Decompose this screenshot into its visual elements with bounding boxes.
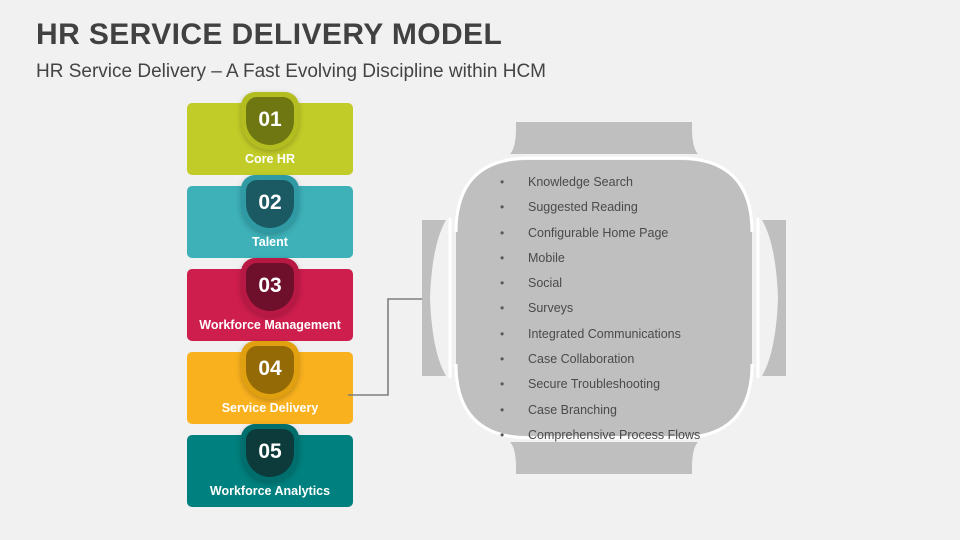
bullet-point-icon: •	[500, 352, 505, 367]
list-item: • Comprehensive Process Flows	[500, 423, 770, 448]
list-item: • Mobile	[500, 246, 770, 271]
detail-panel-shape	[422, 122, 786, 474]
bullet-point-icon: •	[500, 225, 505, 240]
process-card-label-1: Core HR	[244, 152, 295, 166]
process-card-1[interactable]: 01 Core HR	[187, 92, 353, 175]
list-item: • Integrated Communications	[500, 322, 770, 347]
bullet-point-icon: •	[500, 276, 505, 291]
process-card-label-4: Service Delivery	[221, 401, 319, 415]
process-card-label-3: Workforce Management	[199, 318, 341, 332]
list-item-label: Integrated Communications	[528, 326, 681, 341]
list-item-label: Social	[528, 276, 563, 291]
process-card-3[interactable]: 03 Workforce Management	[187, 258, 353, 341]
step-number-badge-5: 05	[246, 429, 294, 477]
list-item: • Case Branching	[500, 398, 770, 423]
list-item: • Secure Troubleshooting	[500, 372, 770, 397]
page-subtitle: HR Service Delivery – A Fast Evolving Di…	[36, 61, 546, 82]
list-item: • Surveys	[500, 296, 770, 321]
list-item-label: Suggested Reading	[528, 200, 638, 215]
list-item: • Knowledge Search	[500, 170, 770, 195]
list-item-label: Mobile	[528, 250, 565, 265]
process-card-label-5: Workforce Analytics	[209, 484, 331, 498]
feature-bullet-list: • Knowledge Search • Suggested Reading •…	[500, 170, 770, 448]
bullet-point-icon: •	[500, 326, 505, 341]
list-item: • Social	[500, 271, 770, 296]
list-item-label: Comprehensive Process Flows	[528, 427, 701, 442]
detail-panel: • Knowledge Search • Suggested Reading •…	[420, 122, 788, 474]
process-card-label-2: Talent	[252, 235, 288, 249]
step-number-badge-2: 02	[246, 180, 294, 228]
bullet-point-icon: •	[500, 427, 505, 442]
list-item-label: Configurable Home Page	[528, 225, 669, 240]
list-item: • Case Collaboration	[500, 347, 770, 372]
step-number-badge-3: 03	[246, 263, 294, 311]
step-number-badge-1: 01	[246, 97, 294, 145]
process-card-4[interactable]: 04 Service Delivery	[187, 341, 353, 424]
list-item-label: Case Branching	[528, 402, 617, 417]
bullet-point-icon: •	[500, 175, 505, 189]
bullet-point-icon: •	[500, 301, 505, 316]
step-number-badge-4: 04	[246, 346, 294, 394]
process-card-2[interactable]: 02 Talent	[187, 175, 353, 258]
bullet-point-icon: •	[500, 250, 505, 265]
list-item-label: Surveys	[528, 301, 574, 316]
list-item-label: Case Collaboration	[528, 352, 635, 367]
list-item: • Suggested Reading	[500, 195, 770, 220]
bullet-point-icon: •	[500, 200, 505, 215]
bullet-point-icon: •	[500, 402, 505, 417]
bullet-point-icon: •	[500, 377, 505, 392]
process-card-5[interactable]: 05 Workforce Analytics	[187, 424, 353, 507]
list-item-label: Knowledge Search	[528, 175, 633, 189]
list-item: • Configurable Home Page	[500, 221, 770, 246]
process-card-stack: 01 Core HR 02 Talent 03 Workforce Manage…	[187, 92, 353, 509]
page-title: HR SERVICE DELIVERY MODEL	[36, 18, 503, 51]
list-item-label: Secure Troubleshooting	[528, 377, 661, 392]
